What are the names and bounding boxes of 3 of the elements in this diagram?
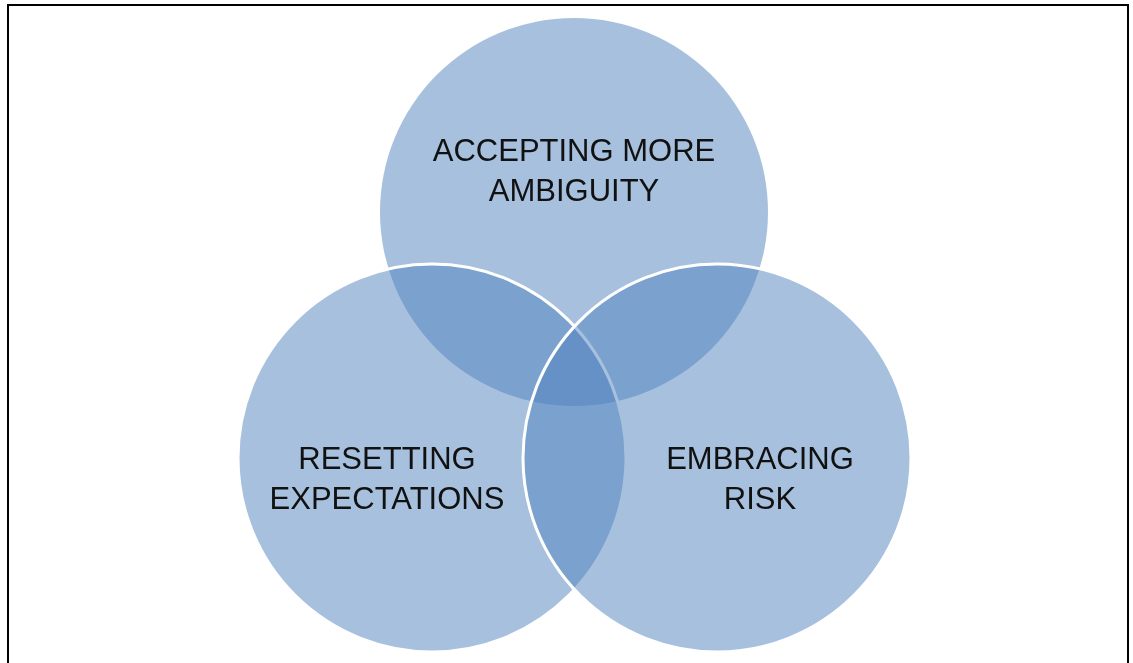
circle-label: ACCEPTING MORE AMBIGUITY [431, 132, 717, 210]
circle-label: RESETTING EXPECTATIONS [268, 440, 506, 518]
circle-label: EMBRACING RISK [665, 440, 855, 518]
